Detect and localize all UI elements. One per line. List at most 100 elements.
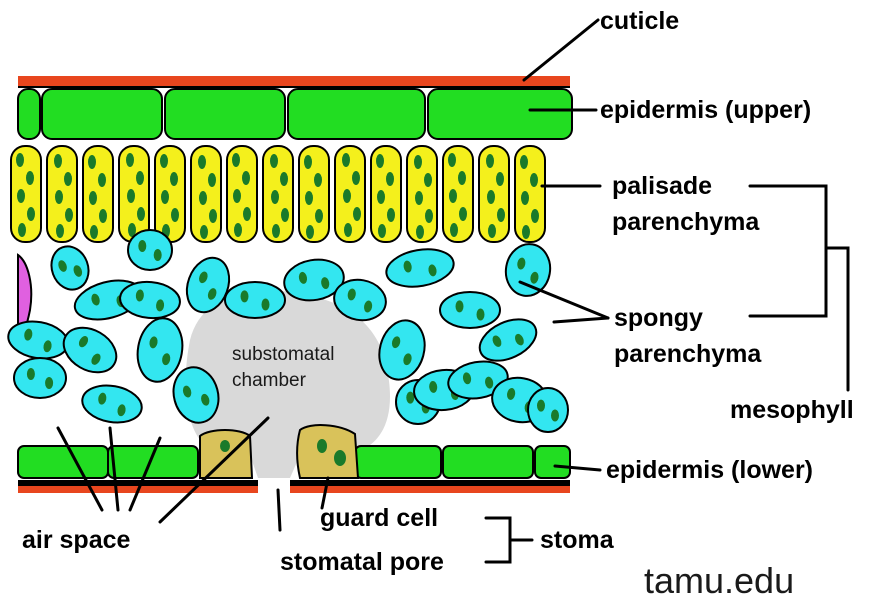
chloroplast xyxy=(272,224,280,238)
chloroplast xyxy=(522,225,530,239)
chloroplast xyxy=(551,410,559,422)
guard-cell-chloroplast xyxy=(220,440,230,452)
chloroplast xyxy=(126,153,134,167)
chloroplast xyxy=(98,173,106,187)
label-substomatal-line2: chamber xyxy=(232,370,307,391)
chloroplast xyxy=(281,208,289,222)
chloroplast xyxy=(242,171,250,185)
label-air-space: air space xyxy=(22,526,131,554)
chloroplast xyxy=(314,173,322,187)
chloroplast xyxy=(477,309,485,321)
spongy-cell-body xyxy=(56,319,124,382)
spongy-cell-body xyxy=(502,241,554,300)
palisade-cell xyxy=(83,146,113,242)
lower-epidermis-cell xyxy=(18,446,108,478)
spongy-cell-body xyxy=(79,381,144,427)
label-stomatal-pore: stomatal pore xyxy=(280,548,444,576)
chloroplast xyxy=(270,154,278,168)
chloroplast xyxy=(315,209,323,223)
spongy-cell-body xyxy=(440,292,500,328)
chloroplast xyxy=(89,191,97,205)
chloroplast xyxy=(537,400,545,412)
spongy-cell-body xyxy=(528,388,568,432)
bracket-mesophyll xyxy=(826,248,848,390)
spongy-cell-body xyxy=(383,244,456,291)
chloroplast xyxy=(160,154,168,168)
chloroplast xyxy=(304,155,312,169)
chloroplast xyxy=(137,207,145,221)
chloroplast xyxy=(414,155,422,169)
chloroplast xyxy=(387,208,395,222)
palisade-layer xyxy=(11,146,545,242)
spongy-cell xyxy=(119,279,182,320)
chloroplast xyxy=(127,189,135,203)
chloroplast xyxy=(234,223,242,237)
chloroplast xyxy=(521,191,529,205)
chloroplast xyxy=(496,172,504,186)
spongy-cell-body xyxy=(119,279,182,320)
chloroplast xyxy=(170,172,178,186)
chloroplast xyxy=(27,207,35,221)
upper-cuticle xyxy=(18,76,570,86)
chloroplast xyxy=(415,191,423,205)
leader-stomatal-pore xyxy=(278,490,280,530)
label-epidermis-lower: epidermis (lower) xyxy=(606,456,813,484)
label-cuticle: cuticle xyxy=(600,7,679,35)
spongy-cell xyxy=(79,381,144,427)
palisade-cell xyxy=(515,146,545,242)
spongy-cell-body xyxy=(128,230,172,270)
lower-epidermis-cell xyxy=(443,446,533,478)
chloroplast xyxy=(18,223,26,237)
leader-spongy-2 xyxy=(554,318,608,322)
palisade-cell xyxy=(227,146,257,242)
palisade-cell xyxy=(443,146,473,242)
chloroplast xyxy=(232,153,240,167)
chloroplast xyxy=(88,155,96,169)
chloroplast xyxy=(209,209,217,223)
spongy-cell xyxy=(128,230,172,270)
lower-epidermis-cell xyxy=(535,446,570,478)
chloroplast xyxy=(378,224,386,238)
upper-epidermis-cell xyxy=(288,89,425,139)
label-epidermis-upper: epidermis (upper) xyxy=(600,96,811,124)
credit-text: tamu.edu xyxy=(644,560,794,601)
spongy-cell-body xyxy=(14,358,66,398)
spongy-cell xyxy=(46,241,95,295)
spongy-cell-body xyxy=(46,241,95,295)
chloroplast xyxy=(352,171,360,185)
label-spongy-line1: spongy xyxy=(614,304,703,332)
guard-cell-left xyxy=(200,430,252,478)
chloroplast xyxy=(90,225,98,239)
chloroplast xyxy=(27,368,35,380)
guard-cell-right xyxy=(297,425,358,478)
chloroplast xyxy=(486,154,494,168)
chloroplast xyxy=(458,171,466,185)
chloroplast xyxy=(344,223,352,237)
chloroplast xyxy=(424,173,432,187)
chloroplast xyxy=(456,300,464,312)
chloroplast xyxy=(262,299,270,311)
lower-cuticle-right xyxy=(290,480,570,486)
chloroplast xyxy=(406,392,414,404)
chloroplast xyxy=(306,225,314,239)
spongy-cell xyxy=(225,282,285,318)
chloroplast xyxy=(305,191,313,205)
chloroplast xyxy=(416,225,424,239)
chloroplast xyxy=(233,189,241,203)
chloroplast xyxy=(488,224,496,238)
chloroplast xyxy=(99,209,107,223)
chloroplast xyxy=(171,208,179,222)
leader-spongy-1 xyxy=(520,282,608,318)
chloroplast xyxy=(377,190,385,204)
spongy-cell-body xyxy=(5,317,70,363)
chloroplast xyxy=(55,190,63,204)
chloroplast xyxy=(448,153,456,167)
lower-cuticle-right-red xyxy=(290,486,570,493)
chloroplast xyxy=(531,209,539,223)
chloroplast xyxy=(65,208,73,222)
upper-epidermis-cell xyxy=(18,89,40,139)
chloroplast xyxy=(342,153,350,167)
chloroplast xyxy=(530,173,538,187)
palisade-cell xyxy=(11,146,41,242)
upper-epidermis-cell xyxy=(165,89,285,139)
